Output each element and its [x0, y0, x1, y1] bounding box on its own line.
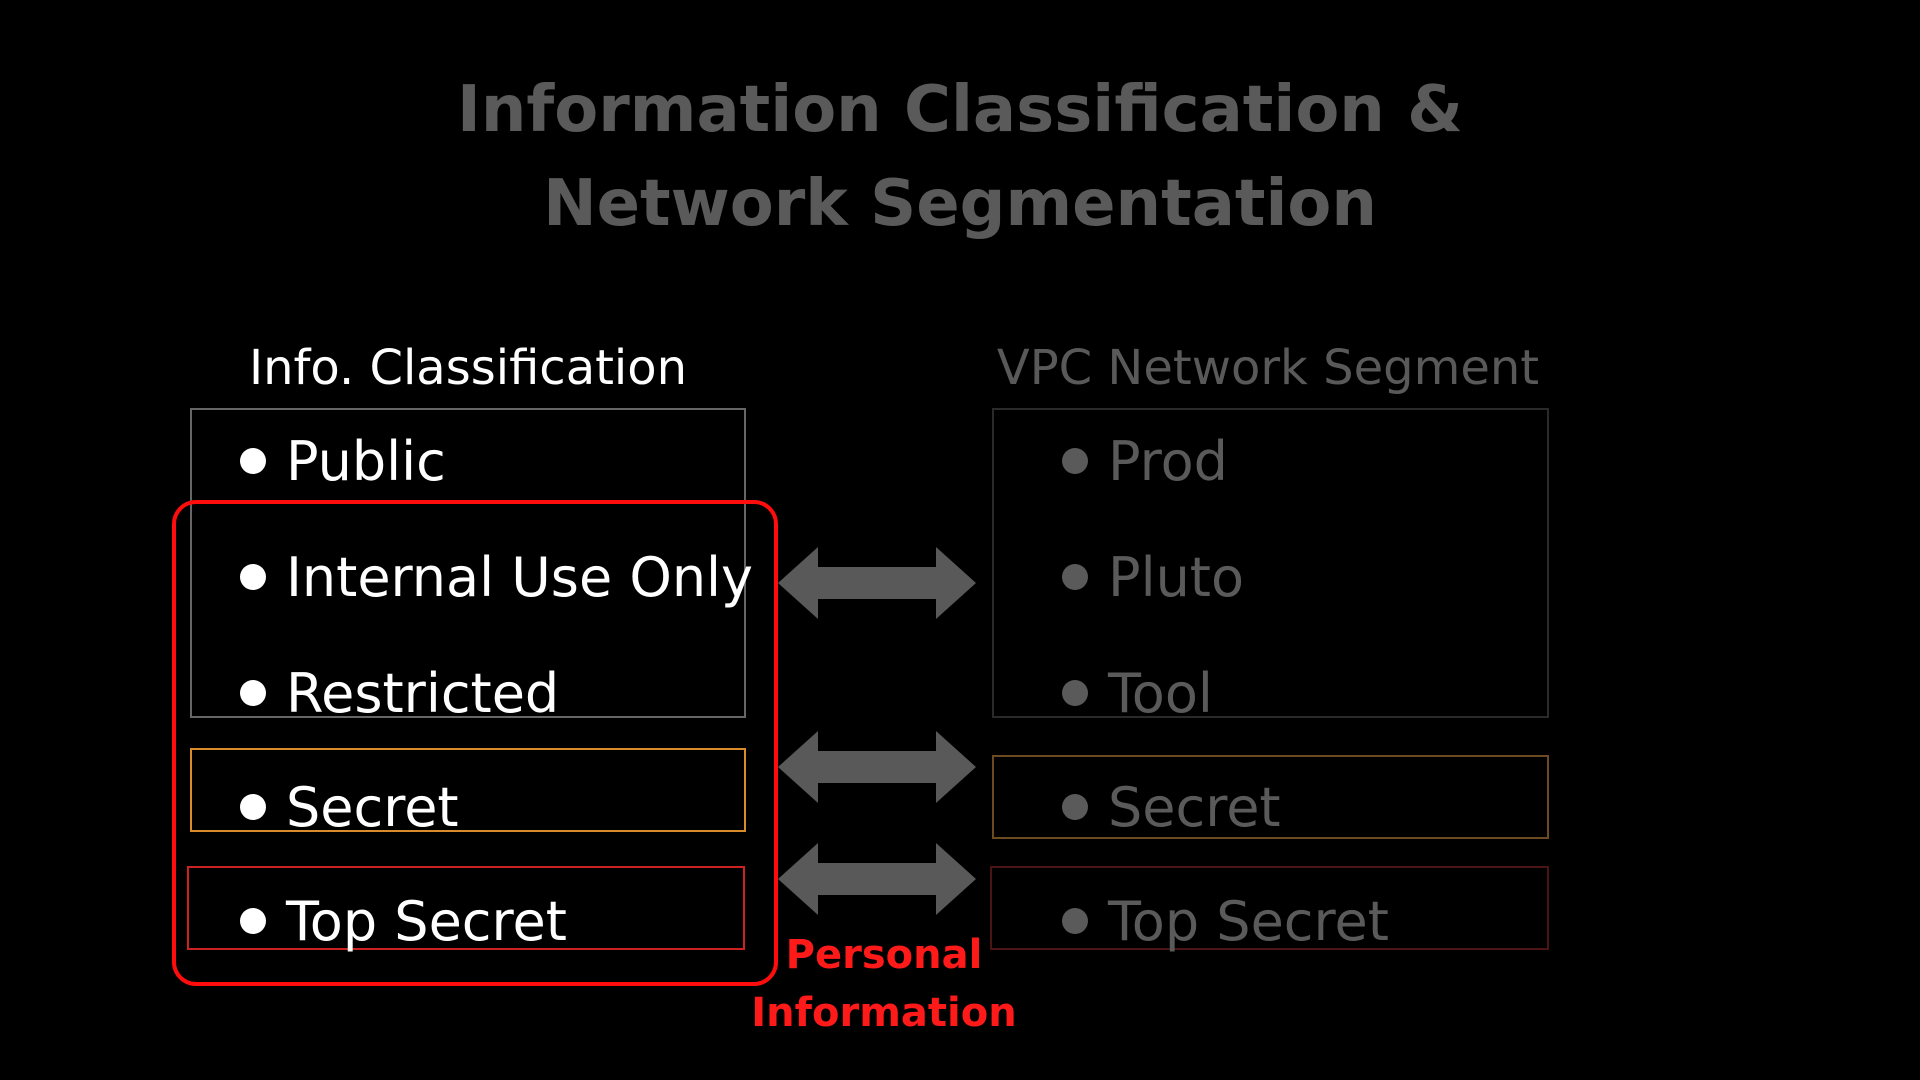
bullet-icon — [1062, 908, 1088, 934]
segment-item-prod: Prod — [1062, 426, 1228, 496]
classification-item-label: Public — [286, 429, 446, 493]
double-arrow-icon — [778, 547, 976, 619]
segment-top-secret-box — [990, 866, 1549, 950]
bullet-icon — [240, 448, 266, 474]
double-arrow-icon — [778, 843, 976, 915]
classification-secret-box — [190, 748, 746, 832]
segment-item-label: Top Secret — [1108, 889, 1389, 953]
classification-item-restricted: Restricted — [240, 658, 559, 728]
classification-item-secret: Secret — [240, 772, 459, 842]
segment-item-label: Tool — [1108, 661, 1213, 725]
segment-secret-box — [992, 755, 1549, 839]
slide-title-line-1: Information Classification & — [457, 73, 1463, 147]
classification-top-secret-box — [187, 866, 745, 950]
bullet-icon — [1062, 564, 1088, 590]
info-classification-header: Info. Classification — [248, 340, 688, 396]
bullet-icon — [240, 564, 266, 590]
classification-item-public: Public — [240, 426, 446, 496]
slide-title-line-2: Network Segmentation — [543, 167, 1377, 241]
double-arrow-icon — [778, 731, 976, 803]
bullet-icon — [1062, 794, 1088, 820]
segment-general-box — [992, 408, 1549, 718]
personal-information-label-line-1: Personal — [785, 932, 983, 978]
bullet-icon — [240, 908, 266, 934]
classification-item-label: Restricted — [286, 661, 560, 725]
segment-item-top-secret: Top Secret — [1062, 886, 1389, 956]
personal-information-label-line-2: Information — [751, 990, 1017, 1036]
segment-item-pluto: Pluto — [1062, 542, 1244, 612]
segment-item-tool: Tool — [1062, 658, 1213, 728]
classification-item-label: Secret — [286, 775, 459, 839]
classification-general-box — [190, 408, 746, 718]
vpc-network-segment-header: VPC Network Segment — [996, 340, 1540, 396]
segment-item-label: Secret — [1108, 775, 1281, 839]
classification-item-label: Top Secret — [286, 889, 567, 953]
segment-item-label: Prod — [1108, 429, 1228, 493]
segment-item-label: Pluto — [1108, 545, 1245, 609]
classification-item-internal-use-only: Internal Use Only — [240, 542, 753, 612]
segment-item-secret: Secret — [1062, 772, 1281, 842]
classification-item-top-secret: Top Secret — [240, 886, 567, 956]
bullet-icon — [240, 794, 266, 820]
personal-information-highlight — [172, 500, 778, 986]
classification-item-label: Internal Use Only — [286, 545, 754, 609]
bullet-icon — [1062, 448, 1088, 474]
bullet-icon — [240, 680, 266, 706]
bullet-icon — [1062, 680, 1088, 706]
